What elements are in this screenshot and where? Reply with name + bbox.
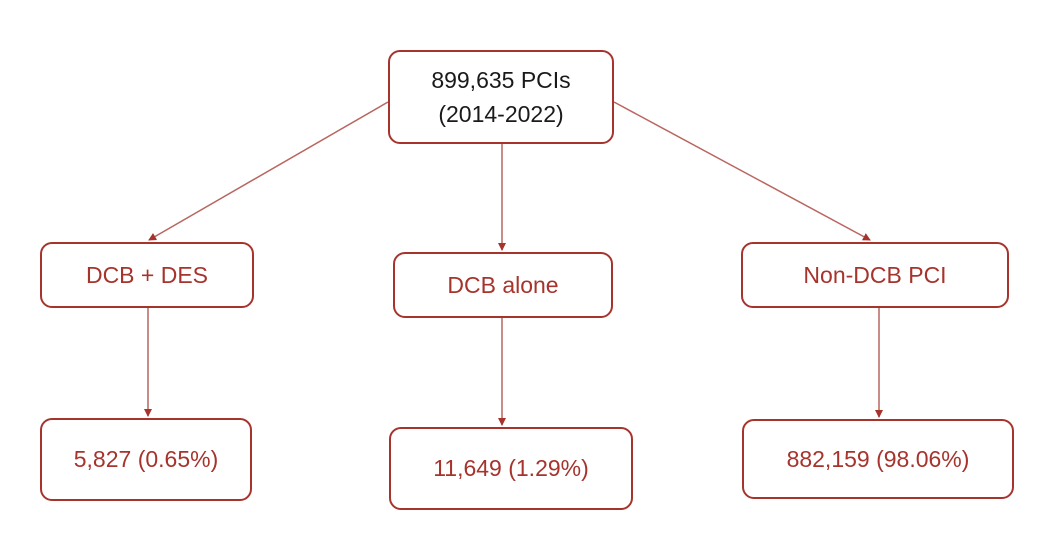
result-count-dcb-des: 5,827 (0.65%) <box>73 446 219 472</box>
root-period-label: (2014-2022) <box>438 101 564 127</box>
result-node-non-dcb-pci: 882,159 (98.06%) <box>742 419 1014 499</box>
result-node-dcb-alone: 11,649 (1.29%) <box>389 427 633 510</box>
root-node: 899,635 PCIs (2014-2022) <box>388 50 614 144</box>
group-label-non-dcb-pci: Non-DCB PCI <box>803 261 947 288</box>
root-total-label: 899,635 PCIs <box>431 67 571 93</box>
group-label-dcb-des: DCB + DES <box>85 261 209 288</box>
group-node-dcb-des: DCB + DES <box>40 242 254 308</box>
result-count-dcb-alone: 11,649 (1.29%) <box>433 455 589 481</box>
arrow-root-to-dcb-des <box>148 101 389 241</box>
arrow-root-to-non-dcb <box>613 101 871 241</box>
result-node-dcb-des: 5,827 (0.65%) <box>40 418 252 501</box>
group-label-dcb-alone: DCB alone <box>447 271 559 298</box>
group-node-dcb-alone: DCB alone <box>393 252 613 318</box>
result-count-non-dcb-pci: 882,159 (98.06%) <box>786 445 970 472</box>
group-node-non-dcb-pci: Non-DCB PCI <box>741 242 1009 308</box>
